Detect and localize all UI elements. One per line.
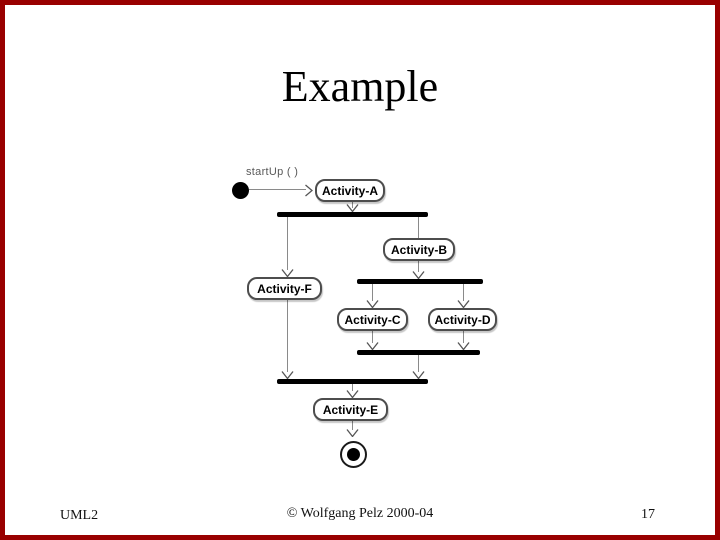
activity-label: Activity-E bbox=[322, 402, 379, 417]
activity-node-c: Activity-C bbox=[337, 308, 408, 331]
arrowhead-down-icon bbox=[281, 371, 294, 380]
activity-label: Activity-A bbox=[321, 183, 378, 198]
activity-label: Activity-F bbox=[257, 281, 312, 296]
activity-node-d: Activity-D bbox=[428, 308, 497, 331]
join-bar-1 bbox=[357, 350, 480, 355]
edge-fork1-to-b bbox=[418, 217, 419, 238]
activity-node-e: Activity-E bbox=[313, 398, 388, 421]
arrowhead-down-icon bbox=[457, 300, 470, 309]
edge-start-to-a bbox=[249, 189, 306, 190]
activity-node-b: Activity-B bbox=[383, 238, 455, 261]
edge-e-to-final bbox=[352, 421, 353, 430]
activity-label: Activity-B bbox=[390, 242, 447, 257]
edge-d-to-join1 bbox=[463, 331, 464, 343]
edge-c-to-join1 bbox=[372, 331, 373, 343]
edge-b-to-fork2 bbox=[418, 261, 419, 272]
arrowhead-down-icon bbox=[366, 342, 379, 351]
activity-label: Activity-D bbox=[434, 312, 491, 327]
edge-a-to-fork1 bbox=[352, 201, 353, 208]
arrowhead-down-icon bbox=[412, 271, 425, 280]
arrowhead-down-icon bbox=[281, 269, 294, 278]
arrowhead-down-icon bbox=[346, 390, 359, 399]
arrowhead-right-icon bbox=[305, 184, 314, 197]
edge-join1-to-join2 bbox=[418, 355, 419, 372]
edge-f-to-join2 bbox=[287, 300, 288, 372]
join-bar-2 bbox=[277, 379, 428, 384]
final-node bbox=[340, 441, 367, 468]
footer-course-label: UML2 bbox=[60, 508, 99, 523]
arrowhead-down-icon bbox=[346, 429, 359, 438]
final-node-dot bbox=[347, 448, 360, 461]
activity-node-f: Activity-F bbox=[247, 277, 322, 300]
activity-node-a: Activity-A bbox=[315, 179, 385, 202]
slide-title: Example bbox=[281, 62, 439, 111]
edge-fork1-to-f bbox=[287, 217, 288, 270]
fork-bar-1 bbox=[277, 212, 428, 217]
footer-copyright: © Wolfgang Pelz 2000-04 bbox=[286, 506, 434, 521]
start-transition-label: startUp ( ) bbox=[246, 166, 299, 178]
edge-join2-to-e bbox=[352, 384, 353, 391]
arrowhead-down-icon bbox=[412, 371, 425, 380]
arrowhead-down-icon bbox=[346, 204, 359, 213]
fork-bar-2 bbox=[357, 279, 483, 284]
arrowhead-down-icon bbox=[366, 300, 379, 309]
initial-node bbox=[232, 182, 249, 199]
edge-fork2-to-c bbox=[372, 284, 373, 301]
page-number: 17 bbox=[641, 507, 655, 522]
arrowhead-down-icon bbox=[457, 342, 470, 351]
edge-fork2-to-d bbox=[463, 284, 464, 301]
activity-label: Activity-C bbox=[344, 312, 401, 327]
